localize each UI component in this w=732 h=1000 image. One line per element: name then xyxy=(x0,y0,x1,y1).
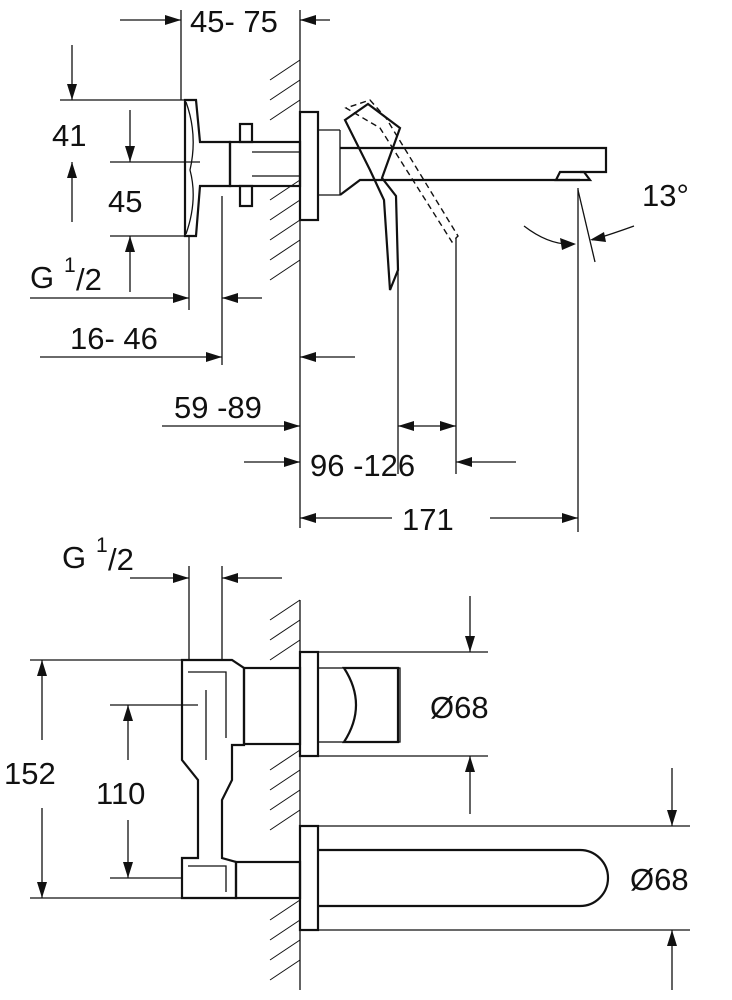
wall-plate-top xyxy=(298,110,320,222)
bottom-view: G 1 /2 152 110 Ø68 Ø68 xyxy=(4,534,690,990)
spray-angle-line xyxy=(577,189,596,263)
dim-96-126-label: 96 -126 xyxy=(310,448,415,483)
g-thread-label: G xyxy=(30,260,54,295)
wall-hatching-bottom xyxy=(269,599,301,981)
g-thread-bottom-sup: 1 xyxy=(96,534,108,557)
dim-45-75-label: 45- 75 xyxy=(190,4,278,39)
spout-front xyxy=(318,848,610,908)
concealed-body-top xyxy=(183,98,302,238)
dim-diameter-68-top-label: Ø68 xyxy=(430,690,489,725)
dim-13-degree-label: 13° xyxy=(642,178,689,213)
dim-45-label: 45 xyxy=(108,184,142,219)
dim-diameter-68-bottom-label: Ø68 xyxy=(630,862,689,897)
g-thread-sub: /2 xyxy=(76,262,102,297)
dim-41-label: 41 xyxy=(52,118,86,153)
handle-front xyxy=(341,666,400,744)
dim-171-label: 171 xyxy=(402,502,454,537)
wall-plate-spout xyxy=(298,824,320,932)
dim-110-label: 110 xyxy=(96,776,145,811)
lever-handle-rotated xyxy=(344,99,459,244)
spout-top xyxy=(340,146,608,174)
top-view: 45- 75 41 45 G 1 /2 16- 46 xyxy=(30,4,689,537)
g-thread-sup: 1 xyxy=(64,254,76,277)
concealed-body-bottom xyxy=(180,658,302,900)
dim-16-46-label: 16- 46 xyxy=(70,321,158,356)
g-thread-bottom-label: G xyxy=(62,540,86,575)
g-thread-bottom-sub: /2 xyxy=(108,542,134,577)
dim-152-label: 152 xyxy=(4,756,56,791)
dim-59-89-label: 59 -89 xyxy=(174,390,262,425)
aerator-top xyxy=(554,170,593,182)
wall-plate-handle xyxy=(298,650,320,758)
lever-handle-top xyxy=(343,102,402,291)
wall-hatching-top xyxy=(269,59,301,281)
